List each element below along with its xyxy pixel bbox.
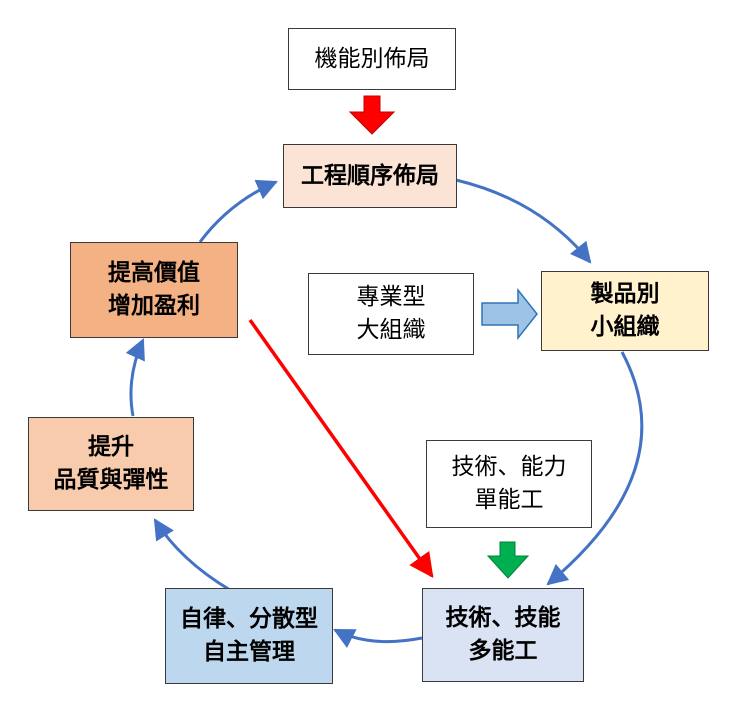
light-blue-block-arrow	[481, 287, 538, 341]
multi-skill-worker-line-2: 多能工	[468, 638, 538, 664]
quality-flexibility-line-2: 品質與彈性	[53, 467, 169, 493]
value-profit-box: 提高價值 增加盈利	[70, 242, 238, 338]
specialized-large-org-box: 專業型 大組織	[308, 273, 474, 355]
cycle-arrow-top-right	[455, 178, 592, 264]
product-small-org-box: 製品別 小組織	[541, 271, 709, 351]
value-profit-line-2: 增加盈利	[108, 293, 200, 319]
red-diagonal-arrow	[248, 318, 434, 578]
cycle-arrow-left	[125, 338, 145, 417]
specialized-large-org-line-2: 大組織	[356, 317, 426, 343]
product-small-org-line-2: 小組織	[590, 314, 660, 340]
single-skill-worker-line-2: 單能工	[474, 487, 544, 513]
cycle-arrow-bottom	[333, 628, 423, 648]
single-skill-worker-line-1: 技術、能力	[451, 454, 567, 480]
process-sequence-layout-box: 工程順序佈局	[283, 144, 457, 208]
autonomous-management-box: 自律、分散型 自主管理	[165, 588, 333, 684]
autonomous-management-line-1: 自律、分散型	[180, 606, 318, 632]
red-block-arrow	[348, 95, 396, 135]
cycle-arrow-right	[546, 351, 644, 586]
autonomous-management-line-2: 自主管理	[203, 639, 295, 665]
functional-layout-text: 機能別佈局	[314, 45, 430, 72]
quality-flexibility-line-1: 提升	[88, 434, 134, 460]
green-block-arrow	[486, 541, 530, 579]
product-small-org-line-1: 製品別	[590, 281, 660, 307]
multi-skill-worker-box: 技術、技能 多能工	[422, 588, 584, 682]
process-sequence-layout-text: 工程順序佈局	[301, 162, 439, 189]
functional-layout-box: 機能別佈局	[288, 28, 456, 90]
multi-skill-worker-line-1: 技術、技能	[445, 605, 561, 631]
quality-flexibility-box: 提升 品質與彈性	[28, 417, 194, 511]
cycle-arrow-bottom-left	[153, 518, 231, 592]
cycle-arrow-top-left	[198, 179, 278, 243]
single-skill-worker-box: 技術、能力 單能工	[426, 440, 592, 528]
specialized-large-org-line-1: 專業型	[356, 284, 426, 310]
value-profit-line-1: 提高價值	[108, 260, 200, 286]
